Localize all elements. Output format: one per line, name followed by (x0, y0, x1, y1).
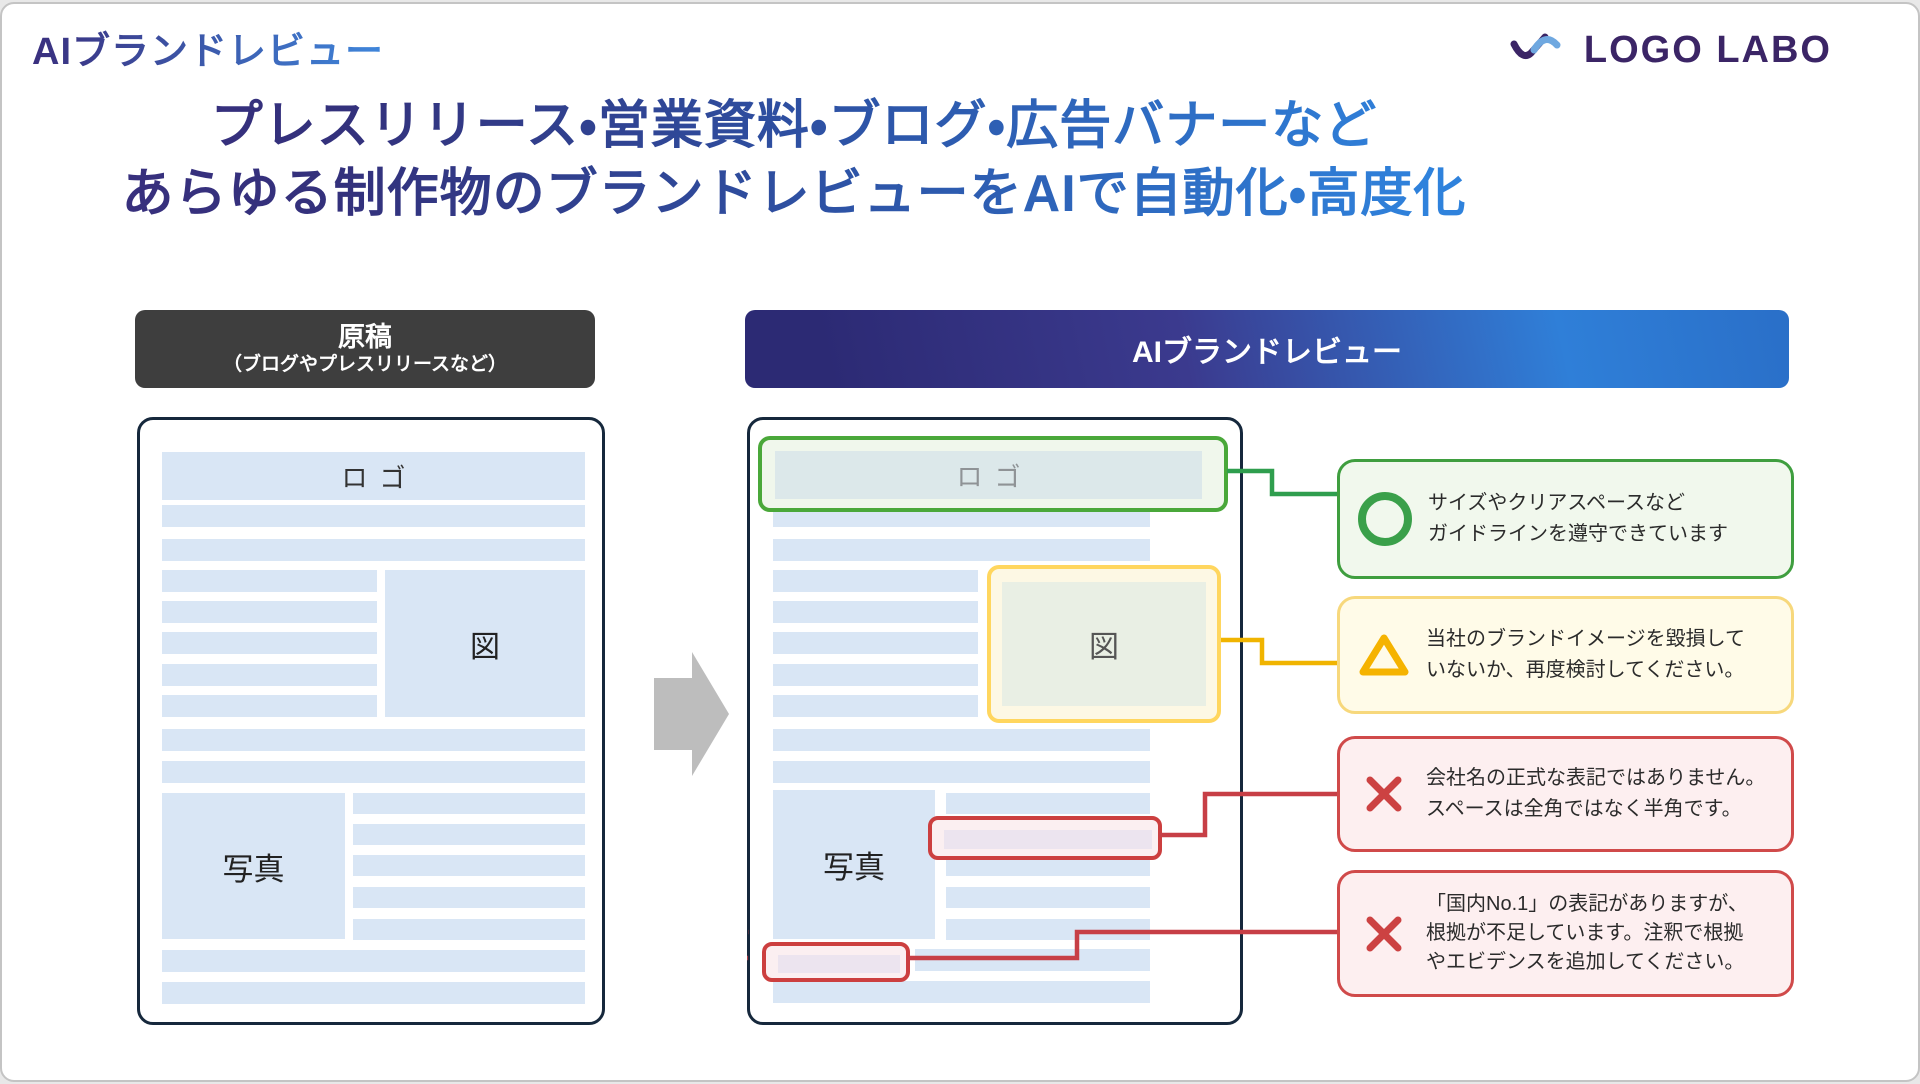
flagged-text-line (778, 955, 900, 973)
highlight-company-name-error (928, 816, 1162, 860)
x-mark-icon (1358, 774, 1410, 814)
text-line-placeholder (162, 761, 585, 783)
highlight-figure-warning: 図 (987, 565, 1221, 723)
highlight-no1-claim-error (762, 942, 910, 982)
figure-placeholder: 図 (385, 570, 585, 717)
x-mark-icon (1358, 914, 1410, 954)
page-title: AIブランドレビュー (32, 20, 384, 75)
text-line-placeholder (773, 761, 1150, 783)
triangle-warning-icon (1358, 633, 1410, 677)
text-line-placeholder (162, 570, 377, 592)
highlight-logo-pass: ロゴ (758, 436, 1228, 512)
text-line-placeholder (162, 601, 377, 623)
main-heading-line1: プレスリリース・営業資料・ブログ・広告バナーなど (2, 92, 1586, 160)
text-line-placeholder (162, 695, 377, 717)
text-line-placeholder (773, 632, 978, 654)
main-heading-line2: あらゆる制作物のブランドレビューをAIで自動化・高度化 (2, 160, 1586, 228)
document-before: ロゴ 図 写真 (137, 417, 605, 1025)
badge-original-subtitle: （ブログやプレスリリースなど） (222, 354, 508, 375)
text-line-placeholder (946, 793, 1150, 814)
text-line-placeholder (773, 539, 1150, 561)
annotation-card-pass: サイズやクリアスペースなど ガイドラインを遵守できています (1337, 459, 1794, 579)
text-line-placeholder (915, 949, 1150, 971)
annotation-error-no1-line1: 「国内No.1」の表記がありますが、 (1426, 893, 1748, 915)
brand-logo: LOGO LABO (1508, 26, 1832, 75)
figure-placeholder: 図 (1002, 582, 1206, 706)
annotation-error-no1-line3: やエビデンスを追加してください。 (1426, 951, 1745, 973)
brand-wordmark: LOGO LABO (1583, 29, 1832, 71)
badge-ai-brand-review-label: AIブランドレビュー (1132, 336, 1402, 369)
annotation-error-no1-line2: 根拠が不足しています。注釈で根拠 (1426, 922, 1744, 944)
annotation-card-error-no1: 「国内No.1」の表記がありますが、 根拠が不足しています。注釈で根拠 やエビデ… (1337, 870, 1794, 997)
annotation-card-warning: 当社のブランドイメージを毀損して いないか、再度検討してください。 (1337, 596, 1794, 714)
annotation-card-error-company: 会社名の正式な表記ではありません。 スペースは全角ではなく半角です。 (1337, 736, 1794, 852)
text-line-placeholder (353, 824, 585, 845)
text-line-placeholder (162, 632, 377, 654)
annotation-error-company-line1: 会社名の正式な表記ではありません。 (1426, 767, 1766, 789)
flagged-text-line (944, 830, 1152, 849)
annotation-pass-line2: ガイドラインを遵守できています (1428, 523, 1728, 545)
figure-placeholder-label: 図 (470, 630, 500, 664)
photo-placeholder-label: 写真 (222, 851, 285, 887)
text-line-placeholder (773, 981, 1150, 1003)
text-line-placeholder (162, 729, 585, 751)
text-line-placeholder (162, 950, 585, 972)
logo-placeholder-label: ロゴ (956, 461, 1033, 492)
text-line-placeholder (773, 570, 978, 592)
annotation-pass-line1: サイズやクリアスペースなど (1428, 492, 1685, 514)
text-line-placeholder (773, 695, 978, 717)
logo-placeholder: ロゴ (162, 452, 585, 500)
text-line-placeholder (946, 887, 1150, 908)
wave-icon (1508, 26, 1570, 75)
logo-placeholder-label: ロゴ (341, 462, 418, 493)
text-line-placeholder (162, 664, 377, 686)
text-line-placeholder (773, 601, 978, 623)
text-line-placeholder (353, 919, 585, 940)
text-line-placeholder (773, 729, 1150, 751)
figure-placeholder-label: 図 (1089, 631, 1119, 664)
circle-ok-icon (1358, 492, 1412, 546)
text-line-placeholder (353, 855, 585, 876)
annotation-warning-line1: 当社のブランドイメージを毀損して (1426, 628, 1745, 650)
text-line-placeholder (353, 887, 585, 908)
text-line-placeholder (162, 982, 585, 1004)
badge-ai-brand-review: AIブランドレビュー (745, 310, 1789, 388)
annotation-warning-line2: いないか、再度検討してください。 (1426, 659, 1745, 681)
photo-placeholder: 写真 (773, 790, 935, 939)
text-line-placeholder (946, 919, 1150, 940)
connector-green (1227, 468, 1342, 497)
photo-placeholder-label: 写真 (823, 850, 885, 885)
badge-original-draft: 原稿 （ブログやプレスリリースなど） (135, 310, 595, 388)
photo-placeholder: 写真 (162, 793, 345, 939)
main-heading: プレスリリース・営業資料・ブログ・広告バナーなど あらゆる制作物のブランドレビュ… (2, 92, 1586, 228)
text-line-placeholder (773, 664, 978, 686)
annotation-error-company-line2: スペースは全角ではなく半角です。 (1426, 798, 1742, 820)
text-line-placeholder (162, 539, 585, 561)
logo-placeholder: ロゴ (775, 451, 1202, 499)
text-line-placeholder (946, 855, 1150, 876)
badge-original-title: 原稿 (338, 322, 392, 352)
text-line-placeholder (162, 505, 585, 527)
document-after: 写真 ロゴ 図 (747, 417, 1243, 1025)
text-line-placeholder (353, 793, 585, 814)
